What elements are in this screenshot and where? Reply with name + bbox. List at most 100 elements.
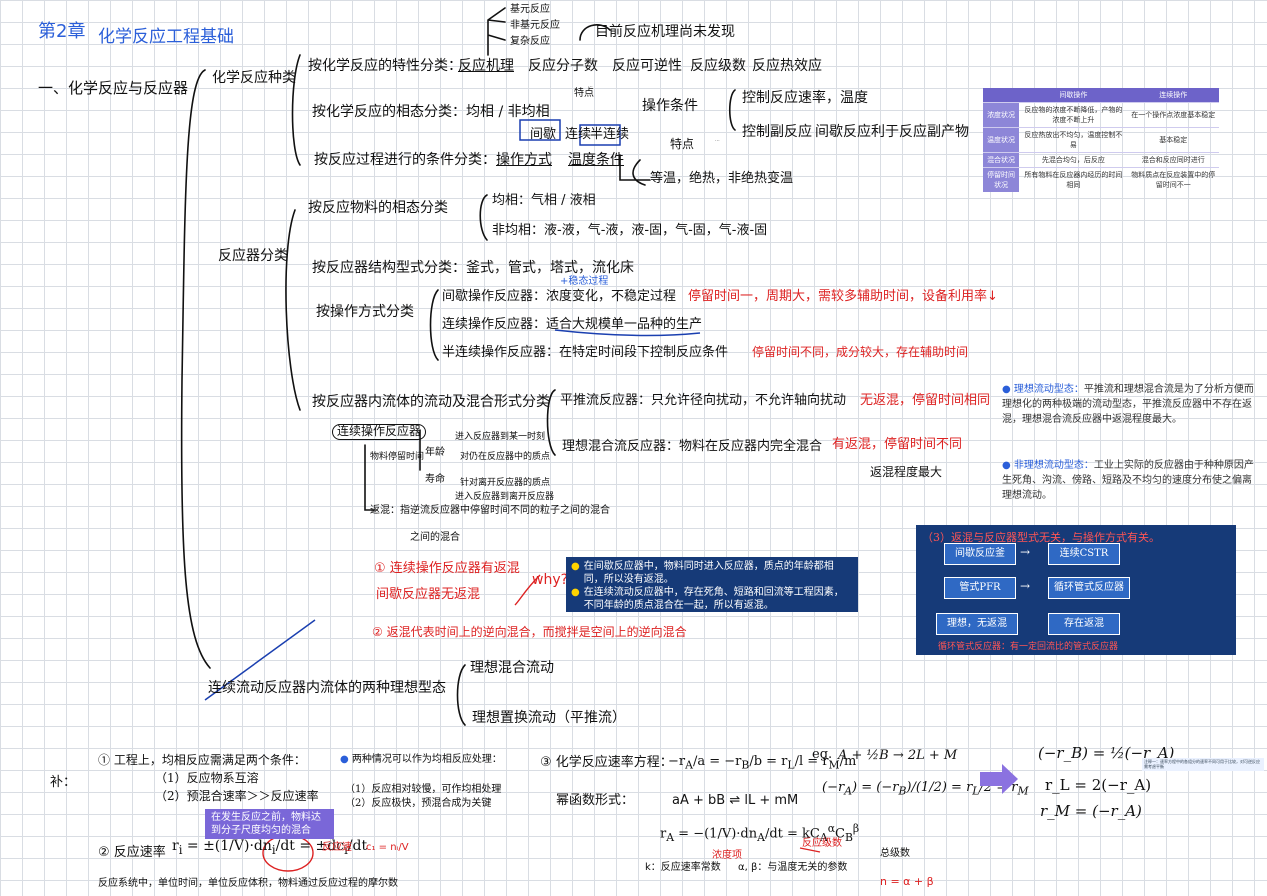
table-cell: 混合和反应同时进行 <box>1127 152 1219 168</box>
sub-complex: 复杂反应 <box>510 36 550 47</box>
reversibility: 反应可逆性 <box>612 58 682 74</box>
ideal-flow-def: ● 理想流动型态：平推流和理想混合流是为了分析方便而理想化的两种极端的流动型态，… <box>1002 382 1254 427</box>
mixed-note: 有返混，停留时间不同 <box>832 437 963 452</box>
backmix-def: 返混：指逆流反应器中停留时间不同的粒子之间的混合 <box>370 505 610 516</box>
cond-title: ① 工程上，均相反应需满足两个条件： <box>98 753 306 767</box>
cond-a: （1）反应物系互溶 <box>155 771 259 785</box>
navy-note: ●在间歇反应器中，物料同时进入反应器，质点的年龄都相同，所以没有返混。 ●在连续… <box>566 557 858 612</box>
plug-note: 无返混，停留时间相同 <box>860 393 991 408</box>
eg-reaction: A + ½B → 2L + M <box>838 748 958 763</box>
reactor-hetero: 非均相：液-液，气-液，液-固，气-固，气-液-固 <box>492 223 768 238</box>
box-recycle: 循环管式反应器 <box>1048 577 1130 599</box>
box-batch-reactor: 间歇反应釜 <box>944 543 1016 565</box>
thermal: 反应热效应 <box>752 58 822 74</box>
table-cell: 混合状况 <box>983 152 1020 168</box>
root-node: 一、化学反应与反应器 <box>38 79 189 97</box>
batch-note: 停留时间一，周期大，需较多辅助时间，设备利用率↓ <box>688 289 998 304</box>
chapter-label: 第2章 <box>38 21 86 42</box>
result-2: r_L = 2(−r_A) <box>1045 776 1152 794</box>
arrow-right-icon: → <box>1020 545 1031 559</box>
features2-label: 特点 <box>670 137 695 151</box>
diagram-title: （3）返混与反应器型式无关，与操作方式有关。 <box>922 531 1160 544</box>
order: 反应级数 <box>690 58 746 74</box>
result-3: r_M = (−r_A) <box>1040 802 1142 820</box>
rate-note: 反应速 <box>322 842 352 853</box>
eq-sum: n = α + β <box>880 875 934 888</box>
homog-case-b: （2）反应极快，预混合成为关键 <box>345 798 492 809</box>
reactor-by-structure: 按反应器结构型式分类：釜式，管式，塔式，流化床 <box>312 260 634 276</box>
eq-ab: α, β：与温度无关的参数 <box>738 862 848 873</box>
table-row: 混合状况 先混合均匀，后反应 混合和反应同时进行 <box>983 152 1219 168</box>
batch-label: 间歇 <box>530 127 557 142</box>
bullet-icon: ● <box>1002 460 1014 471</box>
table-cell: 反应物的浓度不断降低，产物的浓度不断上升 <box>1019 102 1128 128</box>
table-cell: 停留时间状况 <box>983 167 1020 192</box>
backmix-vs-mixing: ② 返混代表时间上的逆向混合，而搅拌是空间上的逆向混合 <box>372 625 687 639</box>
premix-note: 在发生反应之前，物料达到分子尺度均匀的混合 <box>205 809 334 839</box>
nonideal-title: 非理想流动型态： <box>1013 460 1094 471</box>
item-residence: 物料停留时间 <box>370 452 425 462</box>
chapter-title: 化学反应工程基础 <box>98 27 234 47</box>
eq-rate-equal: −rA/a = −rB/b = rL/l = rM/m <box>668 754 857 772</box>
cond-b: （2）预混合速率＞＞反应速率 <box>155 789 319 803</box>
table-cell: 在一个操作点浓度基本稳定 <box>1127 102 1219 128</box>
table-cell: 物料质点在反应装置中的停留时间不一 <box>1127 167 1219 192</box>
eq-power-law: rA = −(1/V)·dnA/dt = kCAαCBβ <box>660 822 860 844</box>
table-cell: 浓度状况 <box>983 102 1020 128</box>
eq-label: ③ 化学反应速率方程： <box>540 755 673 770</box>
ideal-mix: 理想混合流动 <box>470 660 554 676</box>
mixed-note2: 返混程度最大 <box>870 465 943 479</box>
branch-reactor-types: 反应器分类 <box>218 248 288 264</box>
table-header: 间歇操作 <box>1019 88 1128 103</box>
sub-simple: 基元反应 <box>510 4 550 15</box>
reactor-by-operation: 按操作方式分类 <box>316 304 414 320</box>
navy-note-line: 在间歇反应器中，物料同时进入反应器，质点的年龄都相同，所以没有返混。 <box>583 561 834 585</box>
tiny-note: 注释一：速率方程中的各组分的速率不同可用于比较，对可逆反应需考虑平衡 <box>1142 758 1264 772</box>
by-kinetics: 按化学反应的特性分类： <box>308 58 462 74</box>
eq-sum-label: 总级数 <box>880 848 910 859</box>
ideal-flow-branch: 连续流动反应器内流体的两种理想型态 <box>208 680 446 696</box>
branch-reaction-types: 化学反应种类 <box>212 70 296 86</box>
cont-op-label: 连续操作反应器 <box>332 424 427 440</box>
mechanism: 反应机理 <box>458 58 514 74</box>
rate-formula: ri = ±(1/V)·dni/dt = ±dci/dt <box>172 838 368 857</box>
bullet-icon: ● <box>1002 384 1014 395</box>
sub-nonsimple: 非基元反应 <box>510 20 560 31</box>
table-cell: 先混合均匀，后反应 <box>1019 152 1128 168</box>
features-label: 特点 <box>574 88 594 99</box>
bullet-icon: ● <box>340 754 352 765</box>
eq-k: k：反应速率常数 <box>645 862 721 873</box>
nonideal-flow-def: ● 非理想流动型态：工业上实际的反应器由于种种原因产生死角、沟流、傍路、短路及不… <box>1002 458 1254 503</box>
nonideal-body: 工业上实际的反应器由于种种原因产生死角、沟流、傍路、短路及不均匀的速度分布使之偏… <box>1002 460 1254 501</box>
semi-continuous-label: 半连续 <box>590 127 630 142</box>
eq-note: 反应级数 <box>802 838 842 849</box>
reactor-homo: 均相：气相 / 液相 <box>492 193 596 208</box>
ideal-title: 理想流动型态： <box>1013 384 1084 395</box>
item-life: 寿命 <box>425 474 445 485</box>
ideal-plug: 理想置换流动（平推流） <box>472 710 626 726</box>
box-no-backmix: 理想，无返混 <box>936 613 1018 635</box>
continuous-label: 连续 <box>565 127 592 142</box>
tiny-print-note-1: ··· <box>588 84 593 90</box>
eq-reaction: aA + bB ⇌ lL + mM <box>672 793 799 808</box>
why-note-1: ① 连续操作反应器有返混 <box>374 561 520 576</box>
item-life-desc: 针对离开反应器的质点 <box>460 478 551 488</box>
ideal-body: 平推流和理想混合流是为了分析方便而理想化的两种极端的流动型态，平推流反应器中不存… <box>1002 384 1254 425</box>
table-header <box>983 88 1020 103</box>
arrow-right-icon: → <box>1020 579 1031 593</box>
why-question: why? <box>532 572 569 588</box>
reactor-by-flow: 按反应器内流体的流动及混合形式分类 <box>312 394 550 410</box>
backmix-diagram: （3）返混与反应器型式无关，与操作方式有关。 间歇反应釜 连续CSTR 管式PF… <box>916 525 1236 655</box>
control-note: 间歇反应利于反应副产物 <box>815 124 969 140</box>
eq-form: 幂函数形式： <box>556 793 635 808</box>
operation-cond: 操作条件 <box>642 98 698 114</box>
item-age-desc: 对仍在反应器中的质点 <box>460 452 551 462</box>
control-product: 控制副反应 <box>742 124 812 140</box>
cont-line: 连续操作反应器：适合大规模单一品种的生产 <box>442 317 703 332</box>
comparison-table: 间歇操作 连续操作 浓度状况 反应物的浓度不断降低，产物的浓度不断上升 在一个操… <box>983 88 1219 192</box>
batch-line: 间歇操作反应器：浓度变化，不稳定过程 <box>442 289 677 304</box>
temp-condition: 温度条件 <box>568 152 624 168</box>
why-note-2: 间歇反应器无返混 <box>376 587 481 602</box>
by-conditions: 按反应过程进行的条件分类： <box>314 152 496 168</box>
by-phase: 按化学反应的相态分类：均相 / 非均相 <box>312 104 550 120</box>
